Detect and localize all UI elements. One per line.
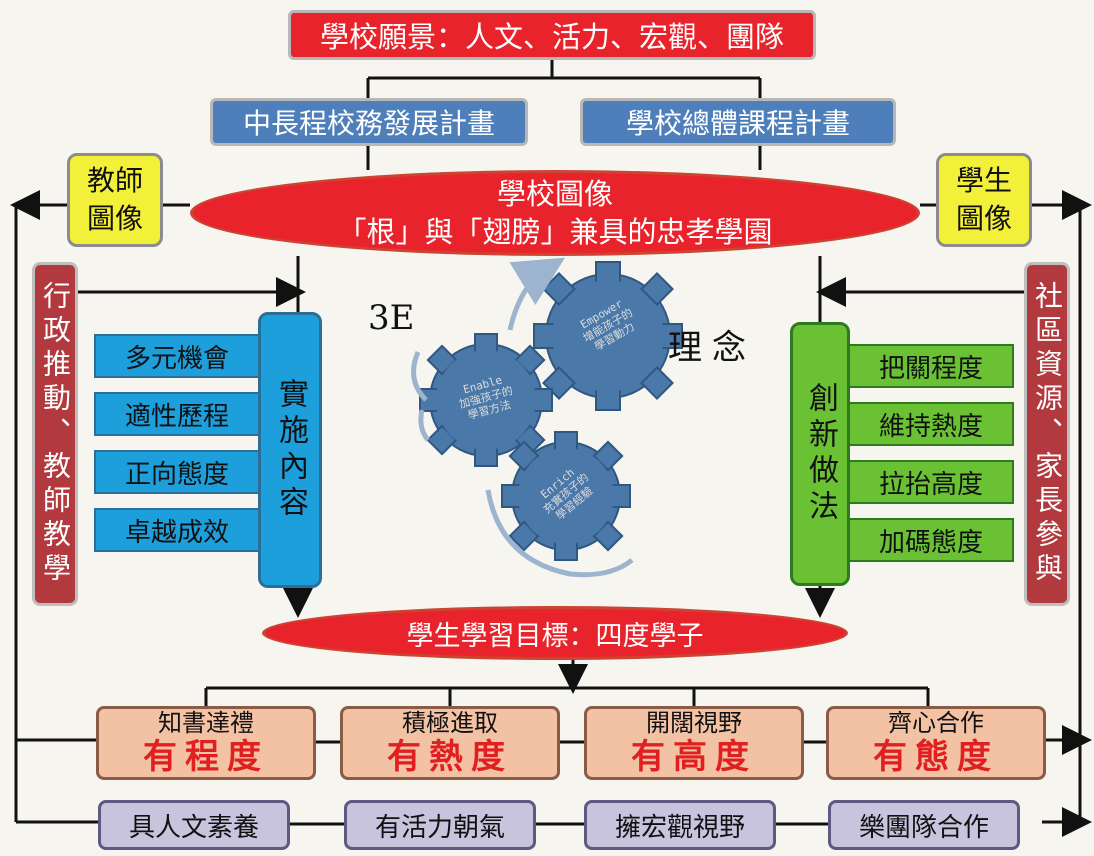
goal-box: 齊心合作 有態度 [826, 706, 1046, 780]
gear-icon [419, 333, 553, 467]
teacher-image-label: 教師圖像 [86, 164, 143, 235]
school-image-title: 學校圖像 [496, 177, 613, 211]
school-image-ellipse: 學校圖像 「根」與「翅膀」兼具的忠孝學園 [190, 170, 920, 256]
student-image-box: 學生圖像 [936, 153, 1032, 247]
vision-box: 學校願景：人文、活力、宏觀、團隊 [288, 10, 816, 60]
concept-3e-label: 3E [368, 298, 415, 338]
innovation-item: 拉抬高度 [848, 460, 1014, 504]
implementation-item: 正向態度 [94, 450, 260, 494]
goal-box: 積極進取 有熱度 [340, 706, 560, 780]
implementation-title: 實施內容 [273, 378, 308, 522]
goal-box: 開闊視野 有高度 [584, 706, 804, 780]
student-image-label: 學生圖像 [955, 164, 1012, 235]
goal-big-label: 有程度 [143, 737, 269, 777]
gear-icon [501, 431, 631, 561]
innovation-title: 創新做法 [803, 382, 838, 526]
implementation-item: 多元機會 [94, 334, 260, 378]
goal-big-label: 有高度 [631, 737, 757, 777]
admin-teaching-box: 行政推動、教師教學 [32, 262, 78, 606]
goal-box: 知書達禮 有程度 [96, 706, 316, 780]
admin-teaching-label: 行政推動、教師教學 [39, 281, 72, 587]
goal-top-label: 積極進取 [402, 709, 498, 737]
goal-big-label: 有態度 [873, 737, 999, 777]
goal-big-label: 有熱度 [387, 737, 513, 777]
innovation-box: 創新做法 [790, 322, 850, 586]
implementation-box: 實施內容 [258, 312, 322, 588]
goal-top-label: 知書達禮 [158, 709, 254, 737]
literacy-box: 有活力朝氣 [344, 800, 536, 850]
implementation-item: 卓越成效 [94, 508, 260, 552]
innovation-item: 加碼態度 [848, 518, 1014, 562]
school-image-subtitle: 「根」與「翅膀」兼具的忠孝學園 [337, 215, 773, 249]
plan-box-curriculum: 學校總體課程計畫 [580, 98, 896, 146]
community-parent-box: 社區資源、家長參與 [1024, 262, 1070, 606]
literacy-box: 擁宏觀視野 [584, 800, 776, 850]
literacy-box: 具人文素養 [98, 800, 290, 850]
innovation-item: 把關程度 [848, 344, 1014, 388]
implementation-item: 適性歷程 [94, 392, 260, 436]
goal-top-label: 齊心合作 [888, 709, 984, 737]
community-parent-label: 社區資源、家長參與 [1031, 281, 1064, 587]
concept-title: 理念 [668, 328, 756, 368]
gear-icon [533, 261, 683, 411]
innovation-item: 維持熱度 [848, 402, 1014, 446]
plan-box-long-term: 中長程校務發展計畫 [210, 98, 528, 146]
learning-goal-ellipse: 學生學習目標：四度學子 [262, 606, 848, 660]
teacher-image-box: 教師圖像 [67, 153, 163, 247]
literacy-box: 樂團隊合作 [828, 800, 1020, 850]
goal-top-label: 開闊視野 [646, 709, 742, 737]
